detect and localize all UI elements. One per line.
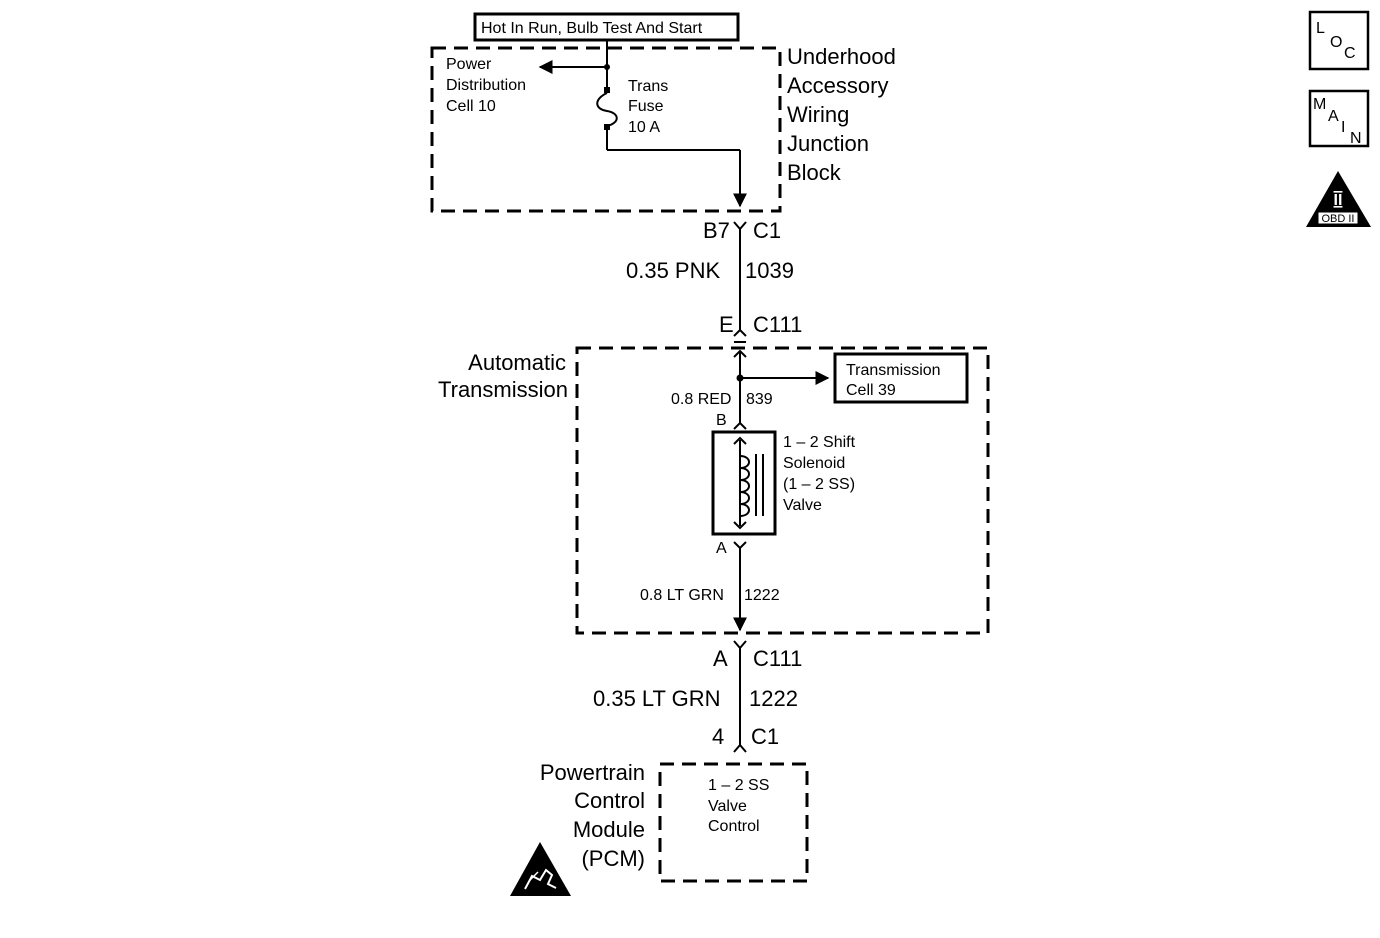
obd-ii-icon[interactable]: II OBD II bbox=[1306, 171, 1371, 227]
main-letter-a: A bbox=[1328, 108, 1339, 125]
connector-a-c111: A C111 bbox=[713, 640, 802, 671]
connector-b7-pin: B7 bbox=[703, 218, 730, 243]
obd-label: OBD II bbox=[1321, 213, 1354, 225]
transmission-cell-label-2: Cell 39 bbox=[846, 382, 896, 399]
main-icon[interactable]: M A I N bbox=[1308, 89, 1370, 148]
transmission-title-2: Transmission bbox=[438, 377, 568, 402]
transmission-title-1: Automatic bbox=[468, 350, 566, 375]
power-distribution-label-1: Power bbox=[446, 56, 492, 73]
power-distribution-label-3: Cell 10 bbox=[446, 98, 496, 115]
power-source-label: Hot In Run, Bulb Test And Start bbox=[481, 20, 703, 37]
loc-letter-l: L bbox=[1316, 20, 1325, 37]
wire-1222-color: 0.35 LT GRN bbox=[593, 686, 721, 711]
obd-numeral: II bbox=[1334, 192, 1343, 209]
connector-e-pin: E bbox=[719, 312, 734, 337]
solenoid-label-1: 1 – 2 Shift bbox=[783, 434, 856, 451]
junction-block-title-4: Junction bbox=[787, 131, 869, 156]
connector-e-c111: E C111 bbox=[719, 312, 802, 358]
pcm-block: Powertrain Control Module (PCM) 1 – 2 SS… bbox=[540, 760, 809, 883]
wire-1039-circuit: 1039 bbox=[745, 258, 794, 283]
junction-block-title-2: Accessory bbox=[787, 73, 888, 98]
solenoid-label-3: (1 – 2 SS) bbox=[783, 476, 855, 493]
wire-1222-inner-circuit: 1222 bbox=[744, 587, 780, 604]
wire-839-circuit: 839 bbox=[746, 391, 773, 408]
wire-1039-color: 0.35 PNK bbox=[626, 258, 720, 283]
pcm-inner-label-1: 1 – 2 SS bbox=[708, 777, 769, 794]
connector-a-pin: A bbox=[713, 646, 728, 671]
connector-c111-name: C111 bbox=[753, 312, 802, 337]
wire-1222-inner-color: 0.8 LT GRN bbox=[640, 587, 724, 604]
shift-solenoid bbox=[711, 430, 777, 536]
connector-4-c1: 4 C1 bbox=[712, 724, 779, 753]
junction-block-title-3: Wiring bbox=[787, 102, 849, 127]
main-letter-i: I bbox=[1341, 119, 1345, 136]
esd-warning-icon bbox=[510, 842, 571, 896]
solenoid-label-4: Valve bbox=[783, 497, 822, 514]
junction-block-title-1: Underhood bbox=[787, 44, 896, 69]
main-letter-m: M bbox=[1313, 96, 1326, 113]
junction-block-title-5: Block bbox=[787, 160, 842, 185]
trans-fuse bbox=[538, 40, 747, 208]
solenoid-pin-a: A bbox=[716, 540, 727, 557]
pcm-title-2: Control bbox=[574, 788, 645, 813]
transmission-cell-39-box: Transmission Cell 39 bbox=[833, 352, 969, 404]
loc-icon[interactable]: L O C bbox=[1308, 10, 1370, 71]
pcm-title-1: Powertrain bbox=[540, 760, 645, 785]
connector-c111-lower-name: C111 bbox=[753, 646, 802, 671]
connector-4-pin: 4 bbox=[712, 724, 724, 749]
connector-c1-lower-name: C1 bbox=[751, 724, 779, 749]
transmission-cell-label-1: Transmission bbox=[846, 362, 941, 379]
power-source-box: Hot In Run, Bulb Test And Start bbox=[473, 12, 740, 42]
pcm-inner-label-3: Control bbox=[708, 818, 760, 835]
pcm-title-3: Module bbox=[573, 817, 645, 842]
main-letter-n: N bbox=[1350, 130, 1362, 147]
loc-letter-c: C bbox=[1344, 45, 1356, 62]
fuse-label-3: 10 A bbox=[628, 119, 660, 136]
connector-c1-name: C1 bbox=[753, 218, 781, 243]
loc-letter-o: O bbox=[1330, 34, 1342, 51]
solenoid-label-2: Solenoid bbox=[783, 455, 845, 472]
wire-1222-circuit: 1222 bbox=[749, 686, 798, 711]
pcm-title-4: (PCM) bbox=[581, 846, 645, 871]
pcm-inner-label-2: Valve bbox=[708, 798, 747, 815]
automatic-transmission: Automatic Transmission Transmission Cell… bbox=[438, 346, 990, 635]
fuse-label-2: Fuse bbox=[628, 98, 664, 115]
fuse-label-1: Trans bbox=[628, 78, 668, 95]
solenoid-pin-b: B bbox=[716, 412, 727, 429]
underhood-junction-block: Underhood Accessory Wiring Junction Bloc… bbox=[430, 40, 896, 213]
connector-b7-c1: B7 C1 bbox=[703, 218, 781, 243]
power-distribution-label-2: Distribution bbox=[446, 77, 526, 94]
wire-839-color: 0.8 RED bbox=[671, 391, 731, 408]
